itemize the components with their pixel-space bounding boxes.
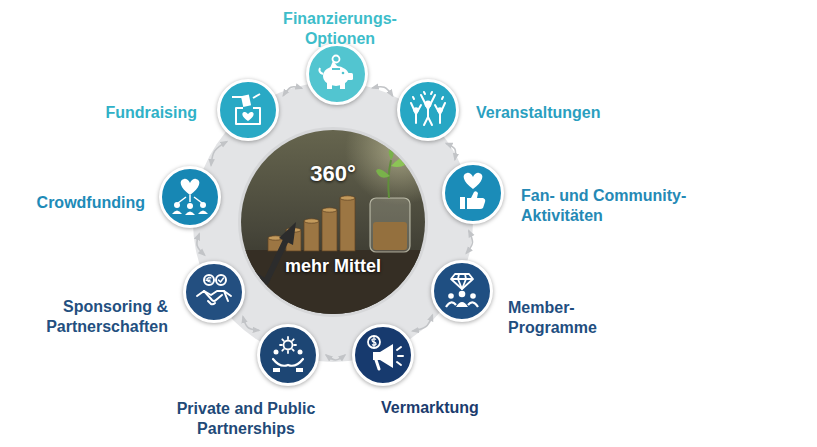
cycle-arrow <box>466 231 472 253</box>
category-label: Private and Public Partnerships <box>159 399 334 439</box>
icon-circle: Fundraising <box>217 79 279 141</box>
category-label: Crowdfunding <box>37 193 145 213</box>
icon-circle: Vermarktung <box>352 324 414 386</box>
cycle-arrow <box>211 142 227 166</box>
cycle-arrow <box>372 87 392 96</box>
photo-circle: 360° mehr Mittel <box>241 130 425 314</box>
center-title: 360° <box>241 161 425 187</box>
category-label: Veranstaltungen <box>476 103 600 123</box>
megaphone-icon <box>368 336 403 369</box>
category-label: Member- Programme <box>508 298 613 338</box>
event-crowd-icon <box>411 92 445 125</box>
cycle-arrow <box>413 315 433 331</box>
handshake-icon <box>197 275 231 304</box>
donation-box-icon <box>232 94 260 124</box>
icon-circle: Fan- und Community- Aktivitäten <box>442 162 504 224</box>
center-subtitle: mehr Mittel <box>241 256 425 278</box>
partnership-icon <box>273 337 303 372</box>
category-label: Finanzierungs- Optionen <box>275 9 405 49</box>
category-label: Sponsoring & Partnerschaften <box>28 297 168 337</box>
icon-circle: Private and Public Partnerships <box>257 324 319 386</box>
category-label: Fundraising <box>105 103 197 123</box>
coin-jar <box>370 146 412 252</box>
heart-thumb-icon <box>460 173 485 209</box>
cycle-arrow <box>326 355 345 360</box>
category-label: Vermarktung <box>381 398 479 418</box>
crowdfunding-icon <box>172 179 208 215</box>
icon-circle: Crowdfunding <box>159 166 221 228</box>
cycle-arrow <box>243 317 259 331</box>
coin-stacks <box>268 196 355 251</box>
member-icon <box>446 274 478 307</box>
icon-circle: Sponsoring & Partnerschaften <box>183 261 245 323</box>
icon-circle: Finanzierungs- Optionen <box>306 43 368 105</box>
cycle-arrow <box>446 143 456 159</box>
icon-circle: Veranstaltungen <box>397 79 459 141</box>
icon-circle: Member- Programme <box>431 260 493 322</box>
cycle-arrow <box>283 87 302 96</box>
category-label: Fan- und Community- Aktivitäten <box>521 186 736 226</box>
piggy-bank-icon <box>319 56 353 90</box>
cycle-arrow <box>197 234 205 255</box>
